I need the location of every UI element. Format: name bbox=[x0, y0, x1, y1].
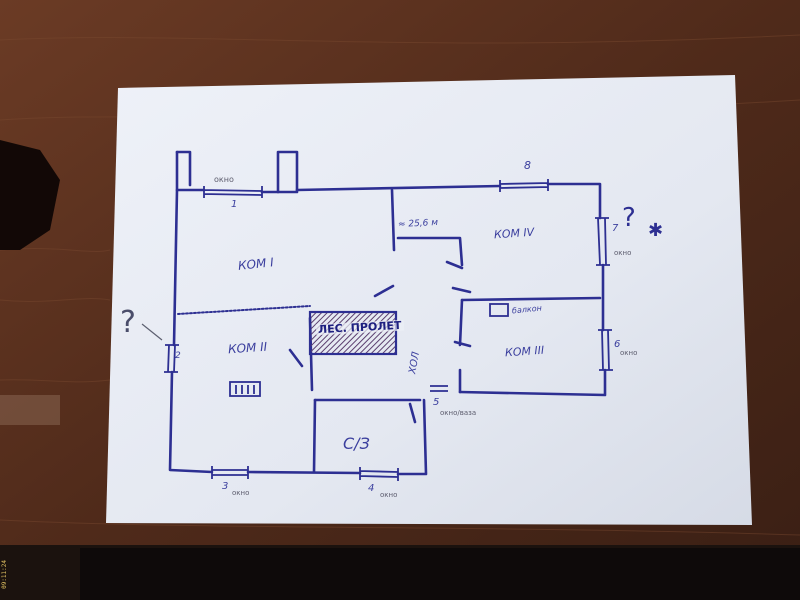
window-4-number: 4 bbox=[368, 483, 375, 494]
window-5 bbox=[430, 385, 448, 392]
wall-bath-left bbox=[312, 398, 317, 474]
paper-sheet bbox=[106, 75, 752, 525]
door-1 bbox=[373, 284, 395, 298]
door-3 bbox=[451, 286, 472, 294]
wall-top-right bbox=[546, 182, 602, 220]
question-leader bbox=[141, 323, 163, 341]
table-glare bbox=[0, 395, 60, 425]
window-6-number: 6 bbox=[614, 339, 621, 350]
window-3 bbox=[211, 466, 249, 479]
window-7-number: 7 bbox=[612, 223, 619, 234]
star-mark: ✱ bbox=[648, 220, 664, 241]
question-left: ? bbox=[120, 305, 136, 340]
wall-bottom-seg1 bbox=[246, 470, 362, 475]
windows bbox=[164, 179, 613, 481]
window-1-note: окно bbox=[214, 175, 234, 184]
window-5-note: окно/ваза bbox=[440, 409, 477, 417]
wall-left-top bbox=[172, 188, 179, 347]
balcony-box bbox=[489, 303, 509, 317]
window-7 bbox=[595, 217, 610, 266]
room4-label: КОМ IV bbox=[493, 225, 535, 242]
door-6 bbox=[453, 340, 472, 348]
dark-object bbox=[0, 140, 60, 250]
window-1-number: 1 bbox=[231, 199, 238, 210]
window-1 bbox=[203, 186, 263, 198]
wall-right-bottom bbox=[458, 368, 607, 397]
window-6-note: окно bbox=[620, 349, 638, 357]
window-7-note: окно bbox=[614, 249, 632, 257]
chimney-left bbox=[175, 150, 192, 187]
window-4-note: окно bbox=[380, 491, 398, 499]
wall-int-2 bbox=[396, 236, 464, 267]
room3-label: КОМ III bbox=[504, 343, 545, 360]
wall-int-1 bbox=[390, 188, 396, 252]
radiator bbox=[229, 381, 261, 397]
radiator-fins bbox=[235, 385, 255, 394]
window-8 bbox=[499, 179, 549, 192]
wall-bottom-seg2 bbox=[396, 398, 428, 476]
room2-label: КОМ II bbox=[227, 339, 268, 357]
question-right: ? bbox=[622, 203, 636, 233]
wall-int-3 bbox=[458, 298, 464, 347]
wall-left-bottom bbox=[168, 370, 214, 474]
window-5-number: 5 bbox=[433, 397, 440, 408]
window-2-number: 2 bbox=[175, 351, 181, 361]
window-8-number: 8 bbox=[524, 159, 531, 172]
window-3-number: 3 bbox=[222, 481, 229, 492]
window-4 bbox=[359, 467, 399, 481]
wall-top-seg2 bbox=[295, 184, 502, 192]
wall-dashed bbox=[177, 305, 311, 315]
floor-plan bbox=[168, 150, 607, 476]
wall-int-4 bbox=[460, 296, 602, 302]
door-5 bbox=[408, 402, 417, 424]
camera-timestamp: 09:11:24 bbox=[1, 560, 8, 589]
window-3-note: окно bbox=[232, 489, 250, 497]
bathroom-label: С/З bbox=[343, 434, 370, 453]
window-2 bbox=[164, 344, 179, 373]
window-6 bbox=[598, 329, 613, 371]
floor-shadow bbox=[80, 548, 800, 600]
door-4 bbox=[288, 348, 304, 368]
room1-label: КОМ I bbox=[237, 255, 275, 273]
door-2 bbox=[445, 260, 464, 270]
chimney-right bbox=[276, 150, 299, 194]
